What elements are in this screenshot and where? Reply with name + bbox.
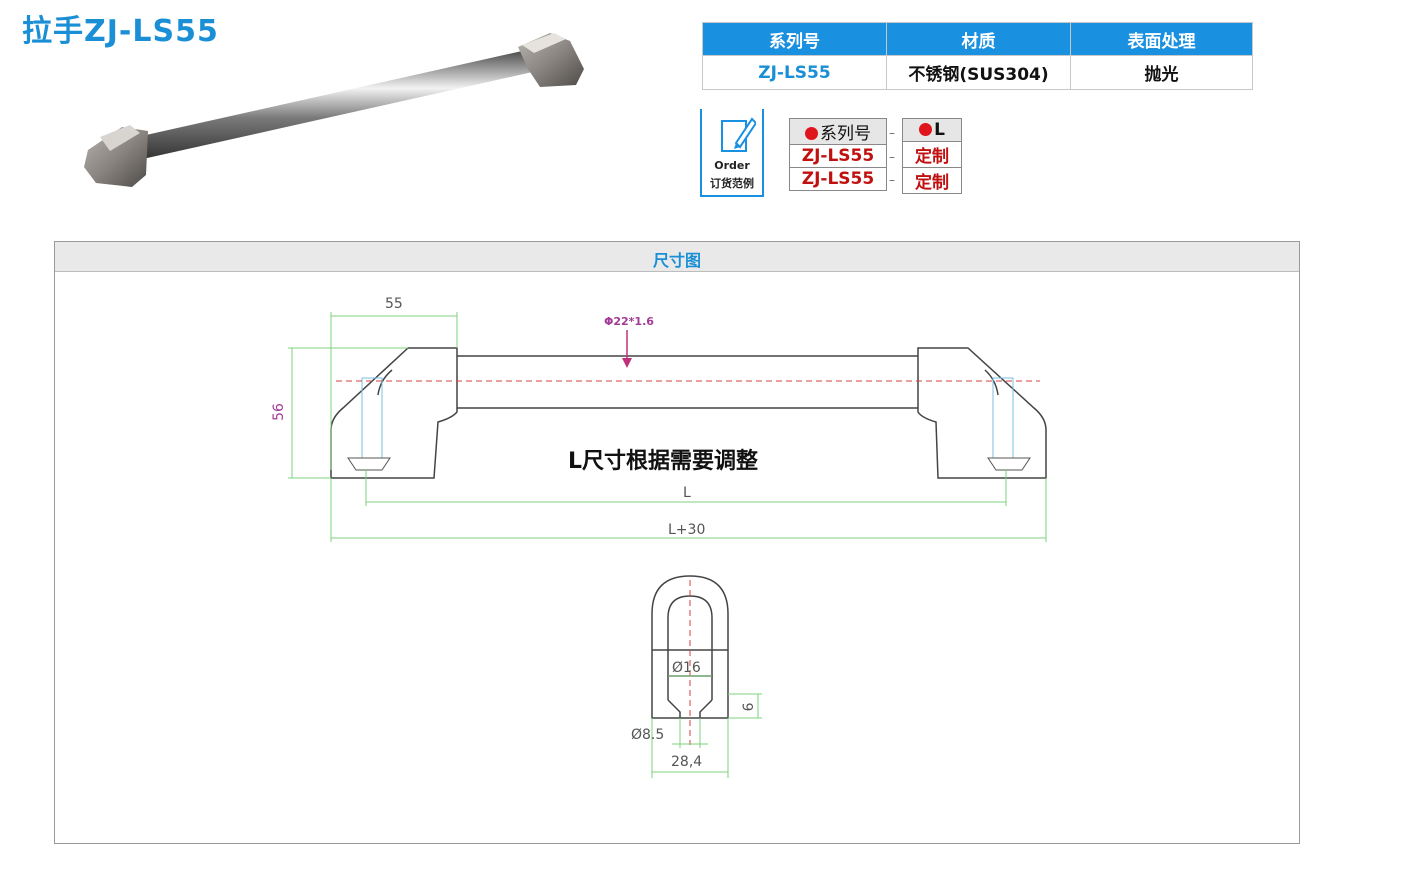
order-header-length: L: [934, 120, 945, 140]
dim-tube: Φ22*1.6: [604, 315, 654, 328]
length-note: L尺寸根据需要调整: [568, 449, 759, 474]
handle-end-view: [651, 575, 729, 719]
dim-height: 56: [270, 403, 287, 421]
separator-dash: –: [889, 126, 895, 140]
separator-dash: –: [889, 150, 895, 164]
spec-series-value: ZJ-LS55: [702, 55, 887, 90]
order-row-series: ZJ-LS55: [789, 144, 887, 168]
dim-depth: 9: [738, 702, 755, 712]
required-dot-icon: [919, 123, 933, 136]
order-row-series: ZJ-LS55: [789, 167, 887, 191]
dim-overall-length: L+30: [668, 522, 706, 538]
spec-finish-value: 抛光: [1070, 55, 1253, 90]
spec-table: 系列号 材质 表面处理 ZJ-LS55 不锈钢(SUS304) 抛光: [702, 22, 1253, 90]
dim-bore: Ø16: [672, 660, 701, 676]
order-icon-label-cn: 订货范例: [710, 177, 754, 190]
spec-header-material: 材质: [886, 22, 1071, 56]
order-example-icon: Order 订货范例: [700, 109, 764, 197]
pencil-icon: [721, 117, 756, 152]
order-length-table: L 定制 定制: [902, 118, 962, 194]
order-header-series: 系列号: [820, 124, 871, 144]
order-row-length: 定制: [902, 167, 962, 194]
dimension-panel-header: [55, 242, 1299, 272]
order-icon-label-en: Order: [714, 159, 750, 172]
separator-dash: –: [889, 173, 895, 187]
dimension-panel-title: 尺寸图: [652, 251, 701, 270]
spec-material-value: 不锈钢(SUS304): [886, 55, 1071, 90]
spec-header-series: 系列号: [702, 22, 887, 56]
dim-inner-length: L: [683, 485, 691, 501]
required-dot-icon: [805, 127, 818, 140]
spec-header-finish: 表面处理: [1070, 22, 1253, 56]
dimension-panel: [54, 241, 1300, 844]
dim-base-width: 28,4: [671, 754, 703, 770]
handle-side-view: [330, 347, 1047, 479]
dim-hole: Ø8.5: [631, 727, 665, 743]
product-photo: [84, 33, 584, 187]
dim-top-width: 55: [385, 296, 403, 312]
page-title: 拉手ZJ-LS55: [22, 14, 219, 49]
order-series-table: 系列号 ZJ-LS55 ZJ-LS55: [789, 118, 887, 191]
